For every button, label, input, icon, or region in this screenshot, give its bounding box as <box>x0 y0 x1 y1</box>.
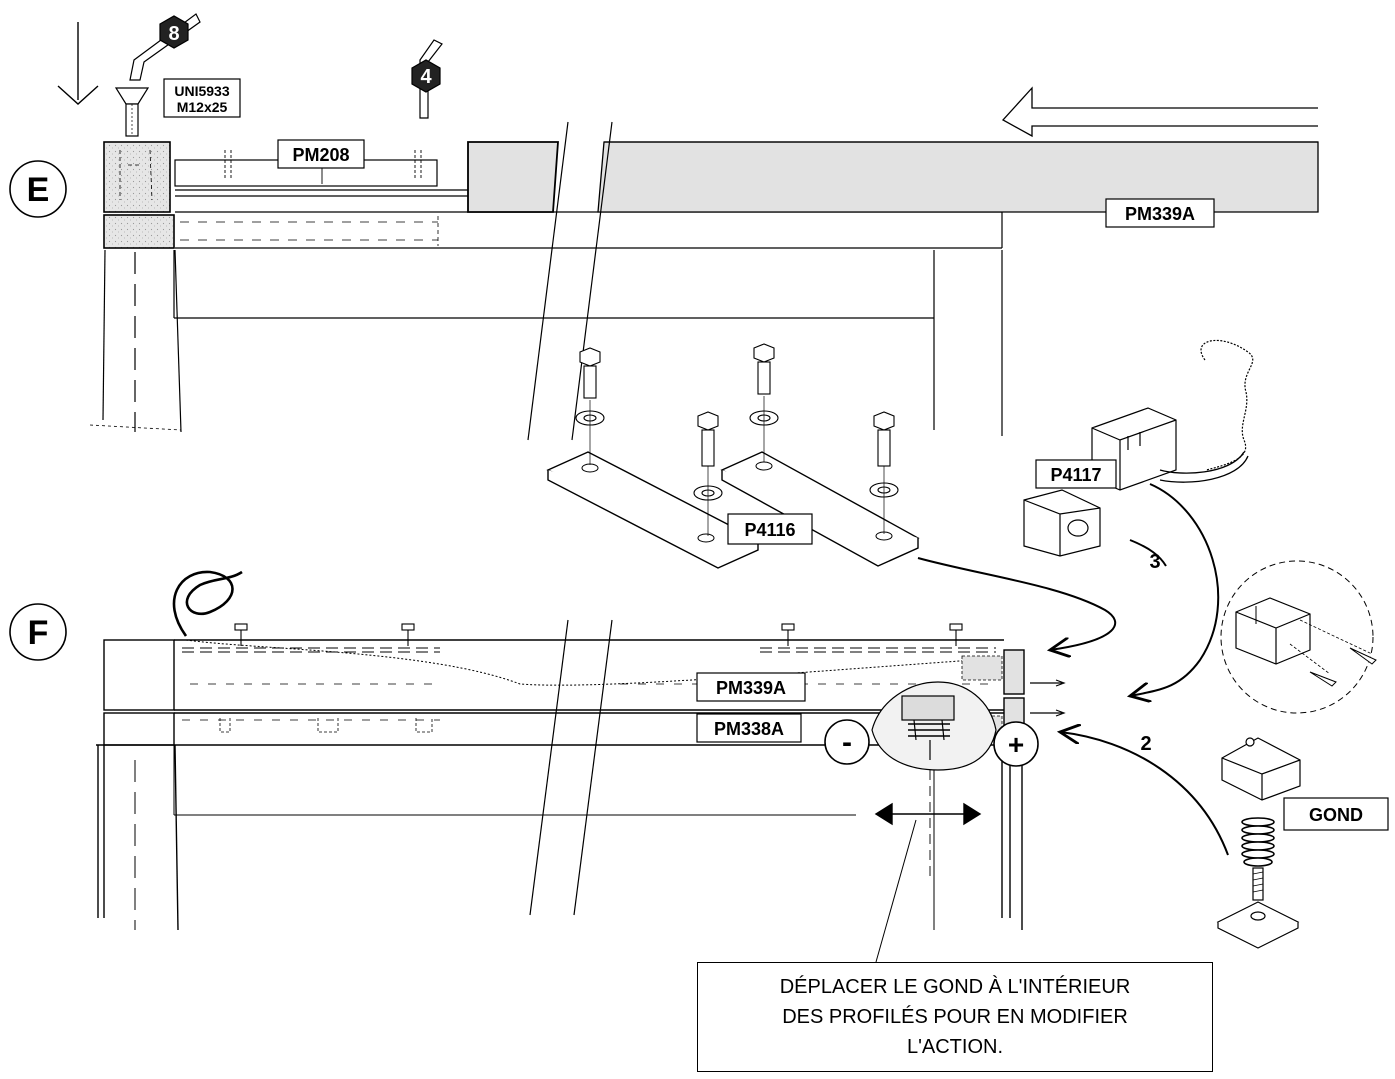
bolt-4 <box>869 411 899 534</box>
p4117-lower-part <box>1023 489 1101 557</box>
arrow-number-2: 2 <box>1140 733 1151 755</box>
label-pm339a-top: PM339A <box>1125 204 1195 224</box>
note-line-1: DÉPLACER LE GOND À L'INTÉRIEUR <box>779 976 1131 998</box>
hex-key-4-number: 4 <box>420 66 432 88</box>
note-leader <box>875 819 917 963</box>
label-box-screw <box>163 78 241 118</box>
lower-rail <box>175 211 1003 249</box>
note-line-2: DES PROFILÉS POUR EN MODIFIER <box>782 1006 1128 1028</box>
break-lines <box>527 121 613 916</box>
profile-pm339a <box>174 639 1004 711</box>
f-right-post <box>173 745 1023 930</box>
arrow-p4116-to-frame <box>917 557 1116 650</box>
screws-right <box>1030 679 1066 717</box>
beam-pm339a-top <box>467 141 1319 213</box>
label-box-p4116 <box>727 513 813 545</box>
label-box-pm338a <box>696 713 802 743</box>
label-pm208: PM208 <box>292 145 349 165</box>
countersunk-screw <box>114 87 150 137</box>
hex-key-8-icon <box>129 13 201 81</box>
bolt-1 <box>575 347 605 465</box>
right-post <box>173 250 1003 436</box>
minus-sign: - <box>842 726 852 759</box>
left-arrow-icon <box>1001 86 1318 138</box>
section-f <box>96 570 1066 963</box>
section-e <box>57 13 1319 916</box>
label-gond: GOND <box>1309 805 1363 825</box>
arrow-3-to-frame <box>1130 483 1220 696</box>
p4117-assembly <box>1023 339 1377 714</box>
plus-circle <box>993 721 1039 767</box>
label-pm339a: PM339A <box>716 678 786 698</box>
f-left-post <box>97 639 179 931</box>
label-p4117: P4117 <box>1050 465 1101 485</box>
minus-circle <box>824 719 870 765</box>
gond-part <box>1221 737 1301 801</box>
p4116-plate-right <box>720 451 920 567</box>
bolt-2 <box>749 343 779 462</box>
label-p4116: P4116 <box>744 520 795 540</box>
hex-key-4-icon <box>411 39 443 119</box>
corner-block <box>103 141 175 249</box>
gond-cutaway <box>871 681 997 771</box>
arrow-2-to-frame <box>1060 732 1229 856</box>
curved-arrows <box>917 483 1229 856</box>
top-bolts <box>234 623 963 646</box>
label-screw-line1: UNI5933 <box>174 83 229 99</box>
arrow-number-3: 3 <box>1149 551 1160 573</box>
label-box-pm339a <box>696 672 806 702</box>
label-box-pm208 <box>277 139 365 169</box>
hex-key-8-number: 8 <box>168 23 179 45</box>
base-plate <box>1216 901 1300 949</box>
screw-pin <box>1252 867 1264 901</box>
label-pm338a: PM338A <box>714 719 784 739</box>
note-line-3: L'ACTION. <box>906 1036 1004 1058</box>
detail-circle <box>1220 560 1377 714</box>
plus-sign: + <box>1008 729 1024 760</box>
bolt-3 <box>693 411 723 536</box>
label-box-gond <box>1283 797 1389 831</box>
down-arrow-icon <box>57 22 99 105</box>
step-e-letter: E <box>27 171 50 209</box>
gond-assembly <box>1216 737 1301 949</box>
label-box-p4117 <box>1035 459 1117 489</box>
label-screw-line2: M12x25 <box>177 99 228 115</box>
wire-coil <box>172 570 243 637</box>
step-f-circle <box>9 603 67 661</box>
left-post <box>89 249 182 433</box>
instruction-note: DÉPLACER LE GOND À L'INTÉRIEUR DES PROFI… <box>697 962 1213 1072</box>
step-f-letter: F <box>28 614 49 652</box>
double-arrow-icon <box>874 802 982 826</box>
label-box-pm339a-top <box>1105 198 1215 228</box>
step-e-circle <box>9 160 67 218</box>
spring-icon <box>1241 817 1275 867</box>
p4116-brackets <box>546 343 920 569</box>
arrow-3-short <box>1129 539 1167 567</box>
